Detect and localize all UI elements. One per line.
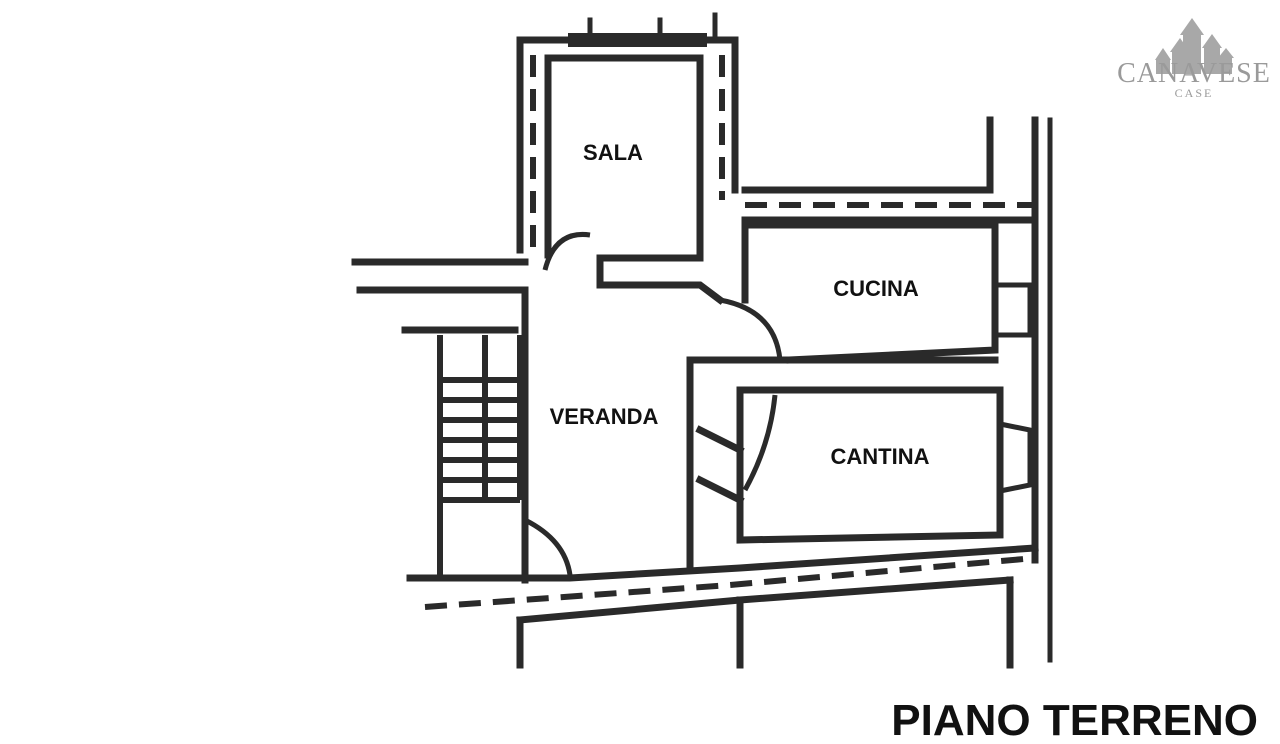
south-corridor — [406, 544, 1039, 669]
room-label-sala: SALA — [583, 140, 643, 165]
room-label-cucina: CUCINA — [833, 276, 919, 301]
staircase — [437, 335, 523, 580]
north-corridor — [741, 116, 1053, 663]
cantina-walls — [736, 386, 1033, 544]
logo-name: CANAVESE — [1117, 58, 1271, 89]
room-label-veranda: VERANDA — [550, 404, 659, 429]
left-walls — [351, 231, 591, 584]
veranda-walls — [523, 356, 999, 576]
floor-title: PIANO TERRENO — [891, 696, 1258, 744]
canavese-logo: CANAVESE CASE — [1117, 18, 1271, 100]
sala-walls — [516, 12, 739, 305]
logo-sub: CASE — [1175, 86, 1214, 100]
room-label-cantina: CANTINA — [831, 444, 930, 469]
cucina-walls — [719, 221, 1033, 364]
house-row-icon — [1155, 18, 1234, 74]
